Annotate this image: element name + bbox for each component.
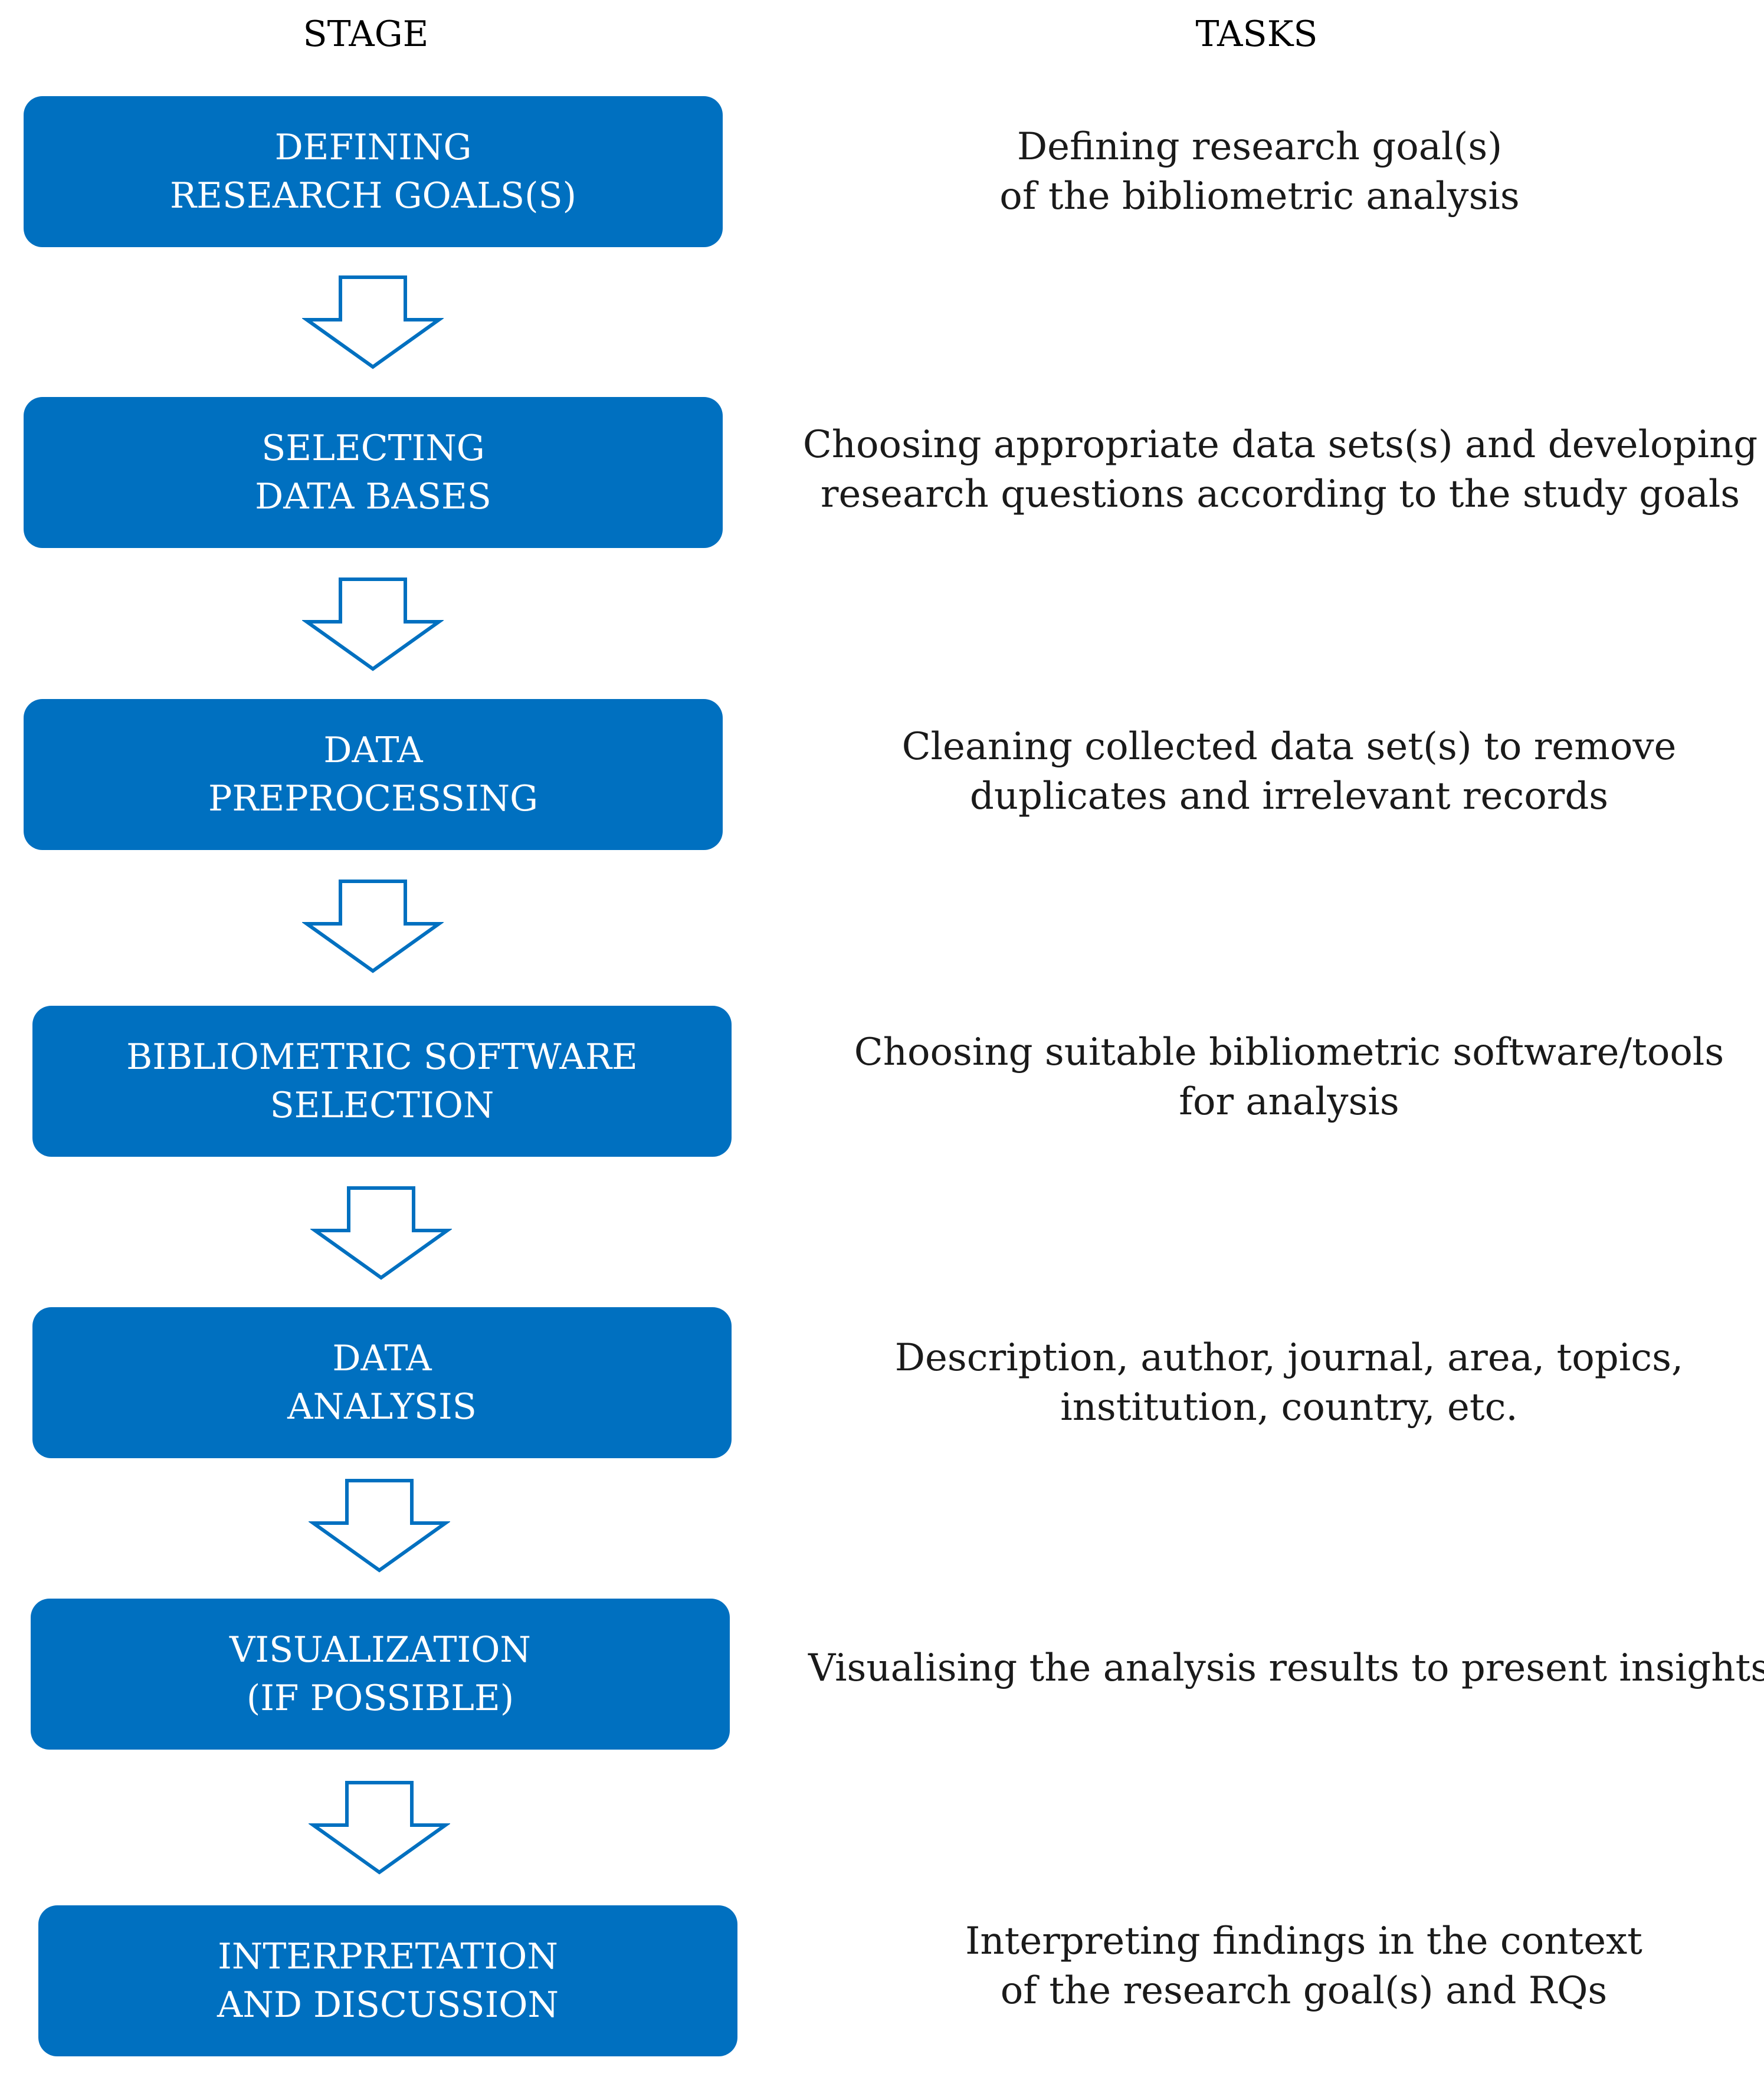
task-text-line: Choosing appropriate data sets(s) and de… — [802, 423, 1758, 467]
task-text-line: institution, country, etc. — [1060, 1386, 1518, 1429]
stage-label-line: SELECTING — [261, 428, 485, 469]
task-text-visualization: Visualising the analysis results to pres… — [808, 1593, 1764, 1744]
down-arrow-icon — [302, 578, 444, 671]
task-text-line: Interpreting findings in the context — [965, 1919, 1642, 1963]
stage-label-line: AND DISCUSSION — [217, 1984, 559, 2026]
stage-box-data-analysis: DATA ANALYSIS — [32, 1307, 732, 1458]
stage-label-line: ANALYSIS — [287, 1386, 477, 1428]
task-text-data-analysis: Description, author, journal, area, topi… — [823, 1307, 1755, 1458]
task-text-line: Visualising the analysis results to pres… — [808, 1646, 1764, 1690]
down-arrow-icon — [310, 1186, 452, 1280]
down-arrow-icon — [309, 1781, 450, 1875]
stage-label-line: DATA — [323, 730, 423, 771]
stage-label-line: RESEARCH GOALS(S) — [169, 175, 576, 216]
task-text-line: duplicates and irrelevant records — [969, 775, 1609, 818]
stage-box-visualization: VISUALIZATION (IF POSSIBLE) — [31, 1599, 730, 1750]
task-text-line: Cleaning collected data set(s) to remove — [901, 725, 1677, 769]
task-text-line: of the bibliometric analysis — [999, 175, 1520, 218]
task-text-bibliometric-software-selection: Choosing suitable bibliometric software/… — [823, 1002, 1755, 1153]
stage-box-defining-research-goals: DEFINING RESEARCH GOALS(S) — [24, 96, 723, 247]
down-arrow-icon — [309, 1479, 450, 1573]
task-text-interpretation-and-discussion: Interpreting findings in the context of … — [838, 1891, 1764, 2042]
task-text-selecting-data-bases: Choosing appropriate data sets(s) and de… — [803, 394, 1758, 545]
task-text-defining-research-goals: Defining research goal(s) of the bibliom… — [794, 96, 1726, 247]
task-text-line: Description, author, journal, area, topi… — [894, 1336, 1684, 1380]
stage-box-bibliometric-software-selection: BIBLIOMETRIC SOFTWARE SELECTION — [32, 1006, 732, 1157]
stage-label-line: SELECTION — [270, 1085, 494, 1126]
stage-label-line: DEFINING — [274, 127, 472, 168]
stage-label-line: PREPROCESSING — [208, 778, 539, 819]
stage-label-line: (IF POSSIBLE) — [246, 1678, 514, 1719]
task-text-line: Defining research goal(s) — [1017, 125, 1503, 169]
stage-label-line: DATA BASES — [255, 476, 491, 517]
task-text-line: of the research goal(s) and RQs — [1000, 1969, 1608, 2013]
stage-label-line: DATA — [332, 1338, 432, 1379]
task-text-line: for analysis — [1179, 1080, 1399, 1124]
tasks-column-header: TASKS — [1195, 14, 1318, 55]
task-text-line: research questions according to the stud… — [820, 472, 1740, 516]
task-text-line: Choosing suitable bibliometric software/… — [854, 1031, 1724, 1074]
stage-label-line: INTERPRETATION — [218, 1936, 558, 1977]
stage-label-line: VISUALIZATION — [229, 1629, 531, 1671]
stage-box-data-preprocessing: DATA PREPROCESSING — [24, 699, 723, 850]
stage-box-selecting-data-bases: SELECTING DATA BASES — [24, 397, 723, 548]
stage-column-header: STAGE — [303, 14, 429, 55]
down-arrow-icon — [302, 275, 444, 369]
down-arrow-icon — [302, 880, 444, 973]
task-text-data-preprocessing: Cleaning collected data set(s) to remove… — [823, 696, 1755, 847]
stage-label-line: BIBLIOMETRIC SOFTWARE — [126, 1036, 638, 1078]
stage-box-interpretation-and-discussion: INTERPRETATION AND DISCUSSION — [38, 1905, 737, 2056]
